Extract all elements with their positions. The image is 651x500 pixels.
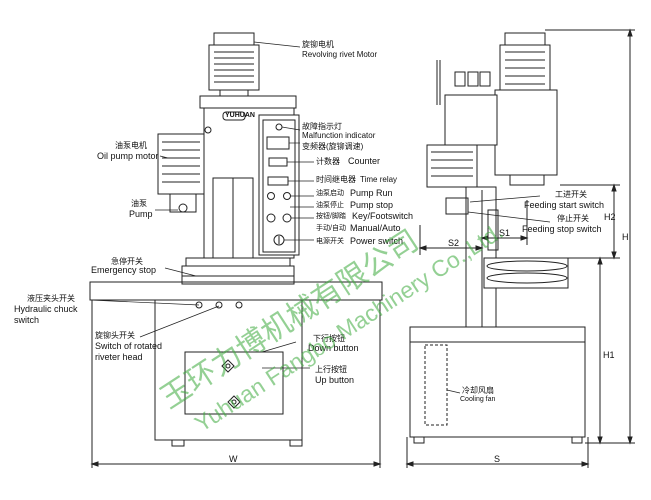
label-feed-start-en: Feeding start switch bbox=[524, 200, 605, 210]
dimension-w bbox=[90, 300, 382, 468]
dim-h-label: H bbox=[622, 232, 629, 242]
label-inverter-cn: 变频器(旋铆调速) bbox=[302, 142, 364, 151]
dimension-s bbox=[405, 437, 590, 468]
label-emergency-cn: 急停开关 bbox=[111, 257, 143, 266]
revolving-motor-front bbox=[208, 32, 260, 97]
dim-s-label: S bbox=[494, 454, 501, 464]
label-emergency-en: Emergency stop bbox=[91, 265, 157, 275]
dim-w-label: W bbox=[229, 454, 238, 464]
dim-s1-label: S1 bbox=[499, 228, 511, 238]
brand-badge: YUHUAN bbox=[225, 112, 255, 119]
label-cooling-fan-en: Cooling fan bbox=[460, 396, 496, 403]
label-power-switch-cn: 电源开关 bbox=[316, 238, 344, 245]
label-time-relay-cn: 时间继电器 bbox=[316, 175, 356, 184]
label-oil-pump-motor-en: Oil pump motor bbox=[97, 151, 159, 161]
label-key-foot-cn: 按钮/脚踏 bbox=[316, 213, 346, 220]
label-counter-en: Counter bbox=[348, 156, 381, 166]
label-revolving-motor-en: Revolving rivet Motor bbox=[302, 50, 378, 59]
label-manual-auto-cn: 手动/自动 bbox=[316, 225, 346, 232]
label-malfunction-cn: 故障指示灯 bbox=[302, 122, 342, 131]
label-rotated-head-en-1: Switch of rotated bbox=[95, 341, 163, 351]
label-power-switch-en: Power switch bbox=[350, 236, 404, 246]
label-rotated-head-en-2: riveter head bbox=[95, 352, 143, 362]
label-pump-stop-cn: 油泵停止 bbox=[316, 202, 344, 209]
base-cabinet-side bbox=[409, 326, 586, 444]
control-panel bbox=[258, 114, 300, 256]
head-side bbox=[436, 60, 558, 186]
dim-s2-label: S2 bbox=[448, 238, 460, 248]
label-manual-auto-en: Manual/Auto bbox=[350, 223, 401, 233]
dimension-s2 bbox=[418, 225, 484, 255]
label-pump-cn: 油泵 bbox=[131, 199, 147, 208]
label-feed-start-cn: 工进开关 bbox=[555, 190, 587, 199]
base-cabinet-front bbox=[154, 299, 303, 447]
label-hydraulic-en-1: Hydraulic chuck bbox=[14, 304, 78, 314]
table-side bbox=[483, 257, 569, 289]
label-key-foot-en: Key/Footswitch bbox=[352, 211, 414, 221]
label-up-button-en: Up button bbox=[315, 375, 355, 385]
label-hydraulic-en-2: switch bbox=[14, 315, 40, 325]
label-hydraulic-cn: 液压夹头开关 bbox=[27, 294, 75, 303]
dim-h1-label: H1 bbox=[603, 350, 615, 360]
label-time-relay-en: Time relay bbox=[360, 175, 398, 184]
dimension-h bbox=[545, 28, 635, 445]
dimension-s1 bbox=[480, 200, 529, 245]
label-pump-run-en: Pump Run bbox=[350, 188, 393, 198]
dimension-h1 bbox=[597, 256, 603, 445]
dimension-h2 bbox=[560, 183, 620, 260]
label-cooling-fan-cn: 冷却风扇 bbox=[462, 386, 494, 395]
revolving-motor-side bbox=[499, 32, 551, 91]
label-revolving-motor-cn: 旋铆电机 bbox=[302, 40, 334, 49]
label-down-button-en: Down button bbox=[308, 343, 359, 353]
label-pump-run-cn: 油泵启动 bbox=[316, 190, 344, 197]
label-feed-stop-en: Feeding stop switch bbox=[522, 224, 602, 234]
label-pump-stop-en: Pump stop bbox=[350, 200, 394, 210]
leader-lines-right bbox=[446, 195, 551, 394]
label-rotated-head-cn: 旋铆头开关 bbox=[95, 331, 135, 340]
label-feed-stop-cn: 停止开关 bbox=[557, 214, 589, 223]
label-counter-cn: 计数器 bbox=[316, 157, 340, 166]
label-pump-en: Pump bbox=[129, 209, 153, 219]
label-oil-pump-motor-cn: 油泵电机 bbox=[115, 141, 147, 150]
leader-lines-left bbox=[89, 41, 314, 369]
label-malfunction-en: Malfunction indicator bbox=[302, 131, 376, 140]
label-up-button-cn: 上行按钮 bbox=[315, 365, 347, 374]
oil-pump-motor bbox=[157, 133, 205, 213]
dim-h2-label: H2 bbox=[604, 212, 616, 222]
oil-pump-motor-side bbox=[426, 144, 478, 188]
label-down-button-cn: 下行按钮 bbox=[313, 334, 345, 343]
table-front bbox=[89, 257, 383, 301]
